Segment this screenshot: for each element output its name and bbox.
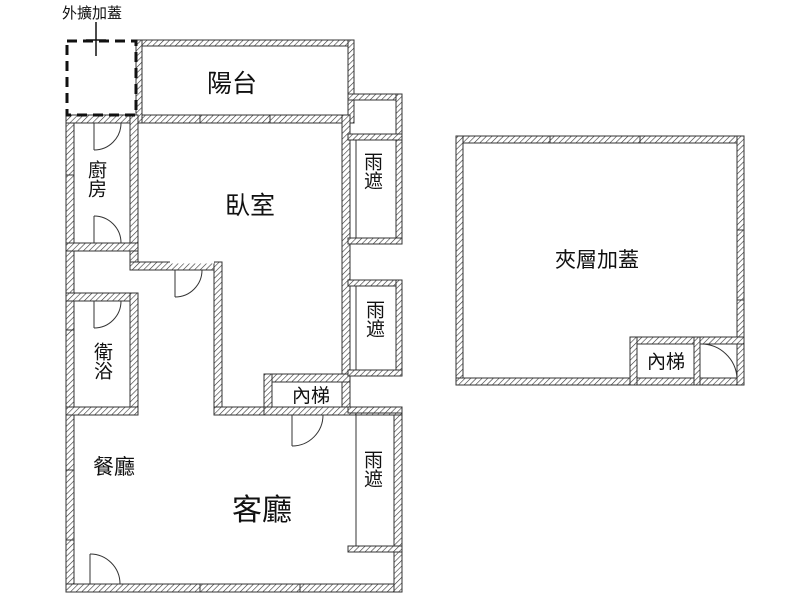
label-bedroom: 臥室 xyxy=(225,191,275,220)
label-canopy-mid: 雨遮 xyxy=(363,300,385,338)
wall-bathroom-right xyxy=(129,292,139,416)
label-stair-mezz: 內梯 xyxy=(647,351,685,373)
label-canopy-bottom: 雨遮 xyxy=(361,450,383,488)
wall-stair-frame xyxy=(263,373,351,383)
wall-kitchen-bottom xyxy=(65,242,139,252)
label-canopy-top: 雨遮 xyxy=(361,152,383,190)
label-bathroom: 衛浴 xyxy=(91,342,113,380)
window-marks xyxy=(66,115,301,592)
wall-balcony-left xyxy=(135,39,143,124)
wall-bathroom-bottom xyxy=(65,406,139,416)
wall-bottom xyxy=(65,583,403,593)
label-kitchen: 廚房 xyxy=(85,159,107,198)
main-unit-walls xyxy=(65,39,403,593)
room-labels: 陽台 廚房 臥室 雨遮 雨遮 衛浴 內梯 雨遮 餐廳 客廳 夾層加蓋 內梯 xyxy=(85,69,685,528)
mezzanine-walls xyxy=(455,135,745,386)
wall-right-living xyxy=(393,406,403,593)
wall-bedroom-bottom-right xyxy=(213,406,271,416)
label-living: 客廳 xyxy=(232,493,292,528)
wall-bedroom-step xyxy=(213,261,223,415)
wall-balcony-right xyxy=(347,39,355,124)
wall-top-kitchen-bedroom xyxy=(65,114,351,124)
expansion-annotation: 外擴加蓋 xyxy=(62,4,138,117)
door-swings xyxy=(89,122,324,585)
label-balcony: 陽台 xyxy=(207,69,257,98)
wall-left-outer xyxy=(65,114,75,593)
label-mezzanine: 夾層加蓋 xyxy=(555,248,639,272)
wall-bathroom-top xyxy=(65,292,139,302)
label-dining: 餐廳 xyxy=(93,455,135,479)
canopy-walls xyxy=(347,93,403,553)
label-stair-main: 內梯 xyxy=(292,385,330,407)
expansion-dashed-box xyxy=(65,39,138,117)
wall-balcony-top xyxy=(135,39,355,47)
expansion-label: 外擴加蓋 xyxy=(62,4,122,22)
